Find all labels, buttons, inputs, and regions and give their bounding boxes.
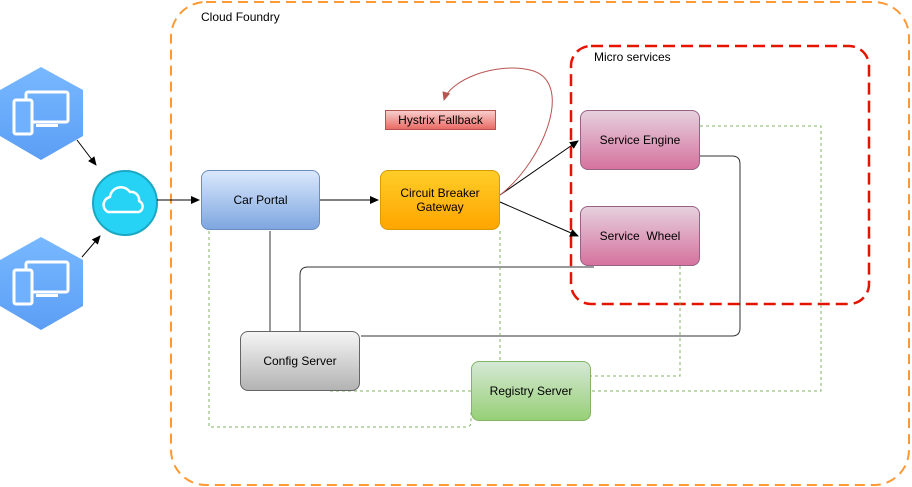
edge-client1-to-cloud (76, 139, 97, 166)
micro-services-container (569, 44, 871, 306)
service-engine-label: Service Engine (599, 133, 681, 147)
car-portal-label: Car Portal (233, 193, 288, 207)
registry-server-node[interactable]: Registry Server (471, 361, 591, 421)
hystrix-fallback-label: Hystrix Fallback (398, 113, 483, 127)
edge-service-engine-to-config (361, 155, 741, 337)
cloud-icon (92, 170, 158, 236)
circuit-breaker-label-line2: Gateway (416, 200, 464, 214)
service-wheel-label: Service Wheel (599, 229, 681, 243)
circuit-breaker-gateway-node[interactable]: Circuit Breaker Gateway (380, 170, 500, 230)
hystrix-fallback-node[interactable]: Hystrix Fallback (385, 110, 496, 130)
edge-gateway-to-service-engine (499, 140, 579, 196)
edge-gateway-to-hystrix-fallback (442, 67, 553, 196)
micro-services-label: Micro services (594, 50, 671, 64)
desktop-tablet-icon (0, 237, 83, 330)
edge-service-wheel-to-registry (591, 266, 681, 377)
circuit-breaker-label-line1: Circuit Breaker (400, 186, 480, 200)
car-portal-node[interactable]: Car Portal (201, 170, 320, 230)
cloud-foundry-container (170, 1, 910, 486)
edge-service-wheel-to-config (299, 266, 594, 331)
service-wheel-node[interactable]: Service Wheel (580, 206, 700, 266)
cloud-foundry-label: Cloud Foundry (201, 10, 280, 24)
registry-server-label: Registry Server (489, 384, 573, 398)
edge-client2-to-cloud (81, 235, 101, 258)
config-server-label: Config Server (263, 354, 337, 368)
edge-service-engine-to-registry (591, 125, 822, 392)
desktop-tablet-icon (0, 67, 83, 160)
config-server-node[interactable]: Config Server (240, 331, 360, 391)
service-engine-node[interactable]: Service Engine (580, 110, 700, 170)
edge-gateway-to-service-wheel (499, 201, 579, 237)
edge-car-portal-to-registry (208, 231, 472, 428)
